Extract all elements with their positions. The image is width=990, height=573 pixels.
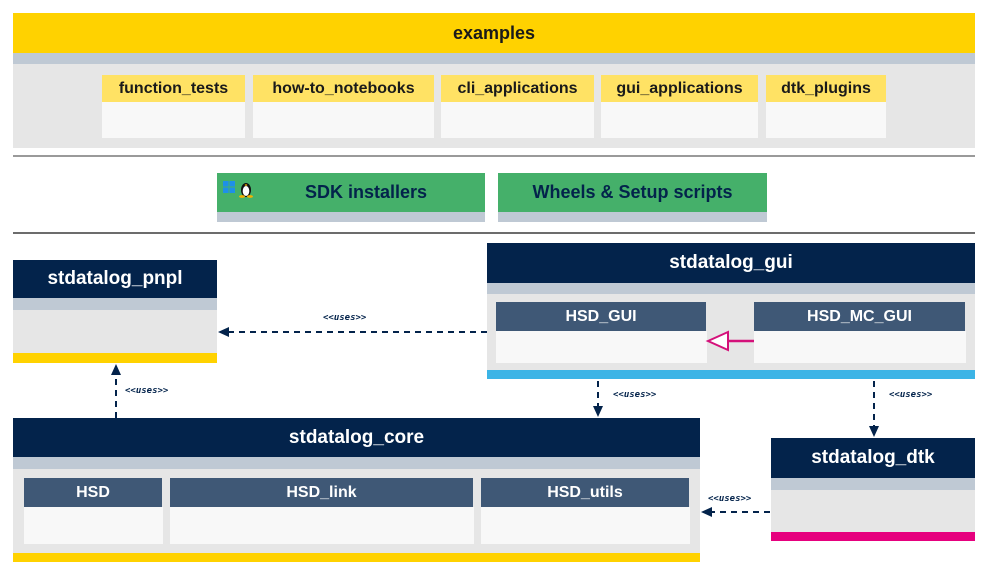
example-how-to-notebooks: how-to_notebooks [253,75,434,102]
examples-title: examples [13,13,975,53]
wheels-setup-scripts: Wheels & Setup scripts [498,173,767,212]
module-hsd-body [24,507,163,544]
module-hsd-mc-gui: HSD_MC_GUI [754,302,965,331]
module-hsd-link-body [170,507,474,544]
pnpl-title: stdatalog_pnpl [13,260,217,298]
pnpl-strip [13,298,217,310]
sdk-installers: SDK installers [217,173,485,212]
example-how-to-notebooks-body [253,102,434,138]
module-hsd-utils-body [481,507,690,544]
gui-title: stdatalog_gui [487,243,975,283]
dtk-title: stdatalog_dtk [771,438,975,478]
uses-label-gui-to-dtk: <<uses>> [889,390,933,400]
wheels-setup-scripts-strip [498,212,767,222]
arrowhead-gui-to-pnpl [218,327,229,337]
example-function-tests: function_tests [102,75,245,102]
dtk-strip [771,478,975,490]
example-dtk-plugins-body [766,102,886,138]
dtk-body [771,490,975,532]
separator-middle [13,232,975,234]
core-accent-bar [13,553,700,562]
sdk-installers-strip [217,212,485,222]
dtk-accent-bar [771,532,975,541]
uses-label-core-to-pnpl: <<uses>> [125,386,169,396]
module-hsd-link: HSD_link [170,478,473,507]
core-title: stdatalog_core [13,418,700,457]
pnpl-accent-bar [13,353,217,363]
arrowhead-core-to-pnpl [111,364,121,375]
arrowhead-gui-to-core [593,406,603,417]
core-strip [13,457,700,469]
example-function-tests-body [102,102,245,138]
gui-accent-bar [487,370,975,379]
uses-label-gui-to-core: <<uses>> [613,390,657,400]
uses-label-dtk-to-core: <<uses>> [708,494,752,504]
example-gui-applications-body [601,102,758,138]
inheritance-arrow [705,330,754,352]
example-cli-applications: cli_applications [441,75,594,102]
example-gui-applications: gui_applications [601,75,758,102]
separator-top [13,155,975,157]
gui-strip [487,283,975,294]
module-hsd-gui-body [496,331,707,363]
example-dtk-plugins: dtk_plugins [766,75,886,102]
sdk-installers-label: SDK installers [304,182,428,202]
arrowhead-dtk-to-core [701,507,712,517]
arrowhead-gui-to-dtk [869,426,879,437]
module-hsd-mc-gui-body [754,331,966,363]
module-hsd: HSD [24,478,162,507]
module-hsd-utils: HSD_utils [481,478,689,507]
windows-icon [223,180,235,193]
module-hsd-gui: HSD_GUI [496,302,706,331]
linux-tux-icon [239,180,253,198]
examples-strip [13,53,975,64]
example-cli-applications-body [441,102,594,138]
uses-label-gui-to-pnpl: <<uses>> [323,313,367,323]
pnpl-body [13,310,217,353]
